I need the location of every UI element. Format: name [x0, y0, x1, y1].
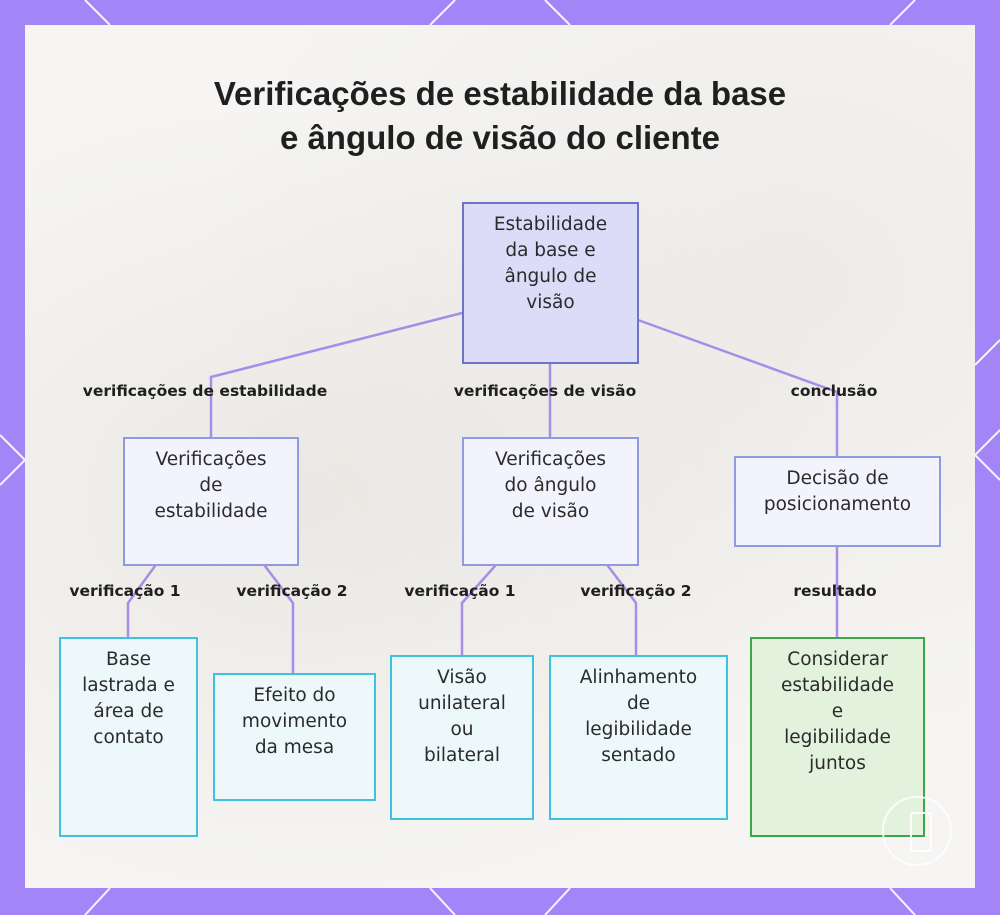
edge-label-stability: verificações de estabilidade [82, 382, 328, 400]
node-stability-checks: Verificações de estabilidade [123, 437, 299, 566]
edge-viewing-check2 [606, 564, 638, 657]
node-stability-check-2: Efeito do movimento da mesa [213, 673, 376, 801]
edge-viewing-check1 [460, 564, 497, 657]
title-line-2: e ângulo de visão do cliente [279, 119, 721, 156]
node-viewing-check-2-label: Alinhamento de legibilidade sentado [579, 667, 698, 766]
edge-root-stability [209, 311, 464, 439]
node-stability-check-1: Base lastrada e área de contato [59, 637, 198, 837]
edge-stability-check2 [263, 564, 295, 675]
node-result: Considerar estabilidade e legibilidade j… [750, 637, 925, 837]
node-viewing-check-2: Alinhamento de legibilidade sentado [549, 655, 728, 820]
node-stability-checks-label: Verificações de estabilidade [154, 449, 268, 522]
edge-stability-check1 [126, 564, 157, 639]
node-decision-label: Decisão de posicionamento [763, 468, 912, 515]
edge-root-decision [636, 318, 839, 458]
node-viewing-check-1: Visão unilateral ou bilateral [390, 655, 534, 820]
node-root: Estabilidade da base e ângulo de visão [462, 202, 639, 364]
node-result-label: Considerar estabilidade e legibilidade j… [781, 649, 894, 774]
edge-label-stability-v1: verificação 1 [69, 582, 181, 600]
phone-watermark-icon [882, 796, 952, 866]
edge-label-stability-v2: verificação 2 [236, 582, 348, 600]
edge-label-viewing-v1: verificação 1 [404, 582, 516, 600]
node-stability-check-1-label: Base lastrada e área de contato [82, 649, 175, 748]
edge-label-result: resultado [793, 582, 877, 600]
edge-label-viewing: verificações de visão [453, 382, 637, 400]
node-viewing-check-1-label: Visão unilateral ou bilateral [418, 667, 506, 766]
node-viewing-checks: Verificações do ângulo de visão [462, 437, 639, 566]
edge-label-viewing-v2: verificação 2 [580, 582, 692, 600]
node-root-label: Estabilidade da base e ângulo de visão [493, 214, 608, 313]
node-viewing-checks-label: Verificações do ângulo de visão [494, 449, 607, 522]
diagram-title: Verificações de estabilidade da base e â… [100, 72, 900, 160]
node-stability-check-2-label: Efeito do movimento da mesa [241, 685, 348, 758]
title-line-1: Verificações de estabilidade da base [213, 75, 787, 112]
edge-label-conclusion: conclusão [790, 382, 878, 400]
node-decision: Decisão de posicionamento [734, 456, 941, 547]
